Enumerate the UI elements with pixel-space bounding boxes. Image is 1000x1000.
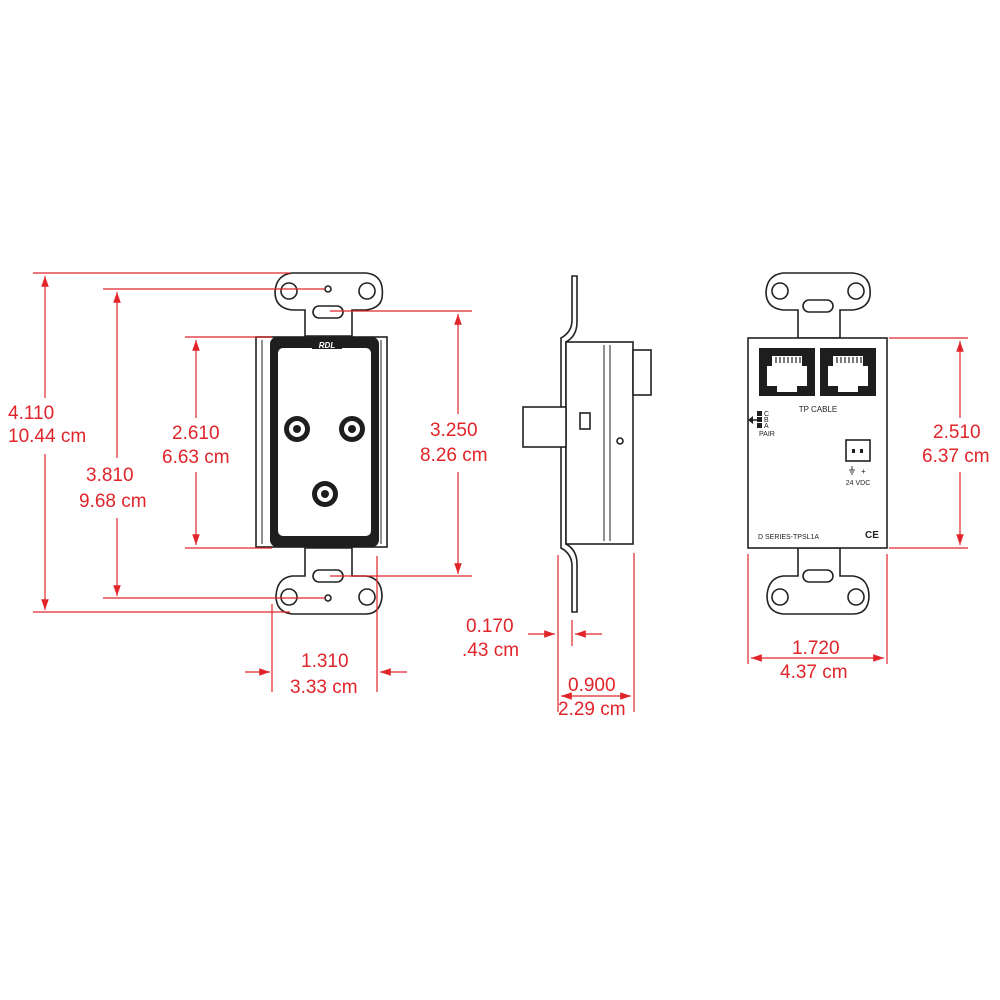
model-label: D SERIES-TPSL1A bbox=[758, 534, 819, 541]
rear-height-in: 2.510 bbox=[933, 422, 981, 443]
side-flange-in: 0.170 bbox=[466, 616, 514, 637]
front-panel-height-cm: 6.63 cm bbox=[162, 447, 230, 468]
front-mount-height-cm: 9.68 cm bbox=[79, 491, 147, 512]
ground-icon bbox=[849, 466, 855, 475]
power-label: 24 VDC bbox=[846, 480, 871, 487]
front-panel-face bbox=[278, 348, 371, 536]
front-width-cm: 3.33 cm bbox=[290, 677, 358, 698]
front-bottom-center-hole bbox=[324, 594, 332, 602]
pair-letter-b: B bbox=[764, 417, 769, 424]
front-top-left-screw-hole bbox=[280, 282, 298, 300]
side-connector-stub bbox=[522, 406, 567, 448]
front-total-height-in: 4.110 bbox=[8, 403, 54, 424]
rear-dimensions bbox=[747, 337, 968, 664]
rear-top-right-screw-hole bbox=[847, 282, 865, 300]
rear-top-slot bbox=[802, 299, 834, 313]
front-mount-height-in: 3.810 bbox=[86, 465, 134, 486]
rear-height-cm: 6.37 cm bbox=[922, 446, 990, 467]
side-dimensions bbox=[528, 553, 635, 712]
front-bottom-left-screw-hole bbox=[280, 588, 298, 606]
front-panel-height-in: 2.610 bbox=[172, 423, 220, 444]
tp-cable-label: TP CABLE bbox=[799, 405, 838, 414]
front-top-right-screw-hole bbox=[358, 282, 376, 300]
pair-label: PAIR bbox=[759, 431, 775, 438]
front-width-in: 1.310 bbox=[301, 651, 349, 672]
side-depth-cm: 2.29 cm bbox=[558, 699, 626, 720]
rear-width-cm: 4.37 cm bbox=[780, 662, 848, 683]
front-top-center-hole bbox=[324, 285, 332, 293]
side-tab bbox=[579, 412, 591, 430]
front-plate-height-in: 3.250 bbox=[430, 420, 478, 441]
rear-top-left-screw-hole bbox=[771, 282, 789, 300]
side-rear-step bbox=[632, 349, 652, 396]
side-hole bbox=[616, 437, 624, 445]
front-dimensions bbox=[33, 272, 472, 692]
ce-mark: CE bbox=[865, 530, 879, 541]
rear-bottom-left-screw-hole bbox=[771, 588, 789, 606]
rear-view: TP CABLE C B A PAIR + 24 VDC D SERIES-TP… bbox=[747, 272, 888, 615]
front-top-slot bbox=[312, 305, 344, 319]
rear-bottom-right-screw-hole bbox=[847, 588, 865, 606]
side-view bbox=[522, 275, 652, 613]
side-depth-in: 0.900 bbox=[568, 675, 616, 696]
pair-letter-a: A bbox=[764, 423, 769, 430]
front-total-height-cm: 10.44 cm bbox=[8, 426, 86, 447]
front-plate-height-cm: 8.26 cm bbox=[420, 445, 488, 466]
pair-letter-c: C bbox=[764, 411, 769, 418]
power-connector bbox=[845, 439, 871, 462]
rear-width-in: 1.720 bbox=[792, 638, 840, 659]
plus-label: + bbox=[861, 467, 866, 476]
side-mount-strap bbox=[560, 275, 578, 613]
pair-arrow-icon bbox=[748, 416, 753, 424]
side-flange-cm: .43 cm bbox=[462, 640, 519, 661]
rear-bottom-slot bbox=[802, 569, 834, 583]
brand-logo: RDL bbox=[319, 341, 336, 350]
front-bottom-right-screw-hole bbox=[358, 588, 376, 606]
front-view: RDL bbox=[255, 272, 388, 615]
